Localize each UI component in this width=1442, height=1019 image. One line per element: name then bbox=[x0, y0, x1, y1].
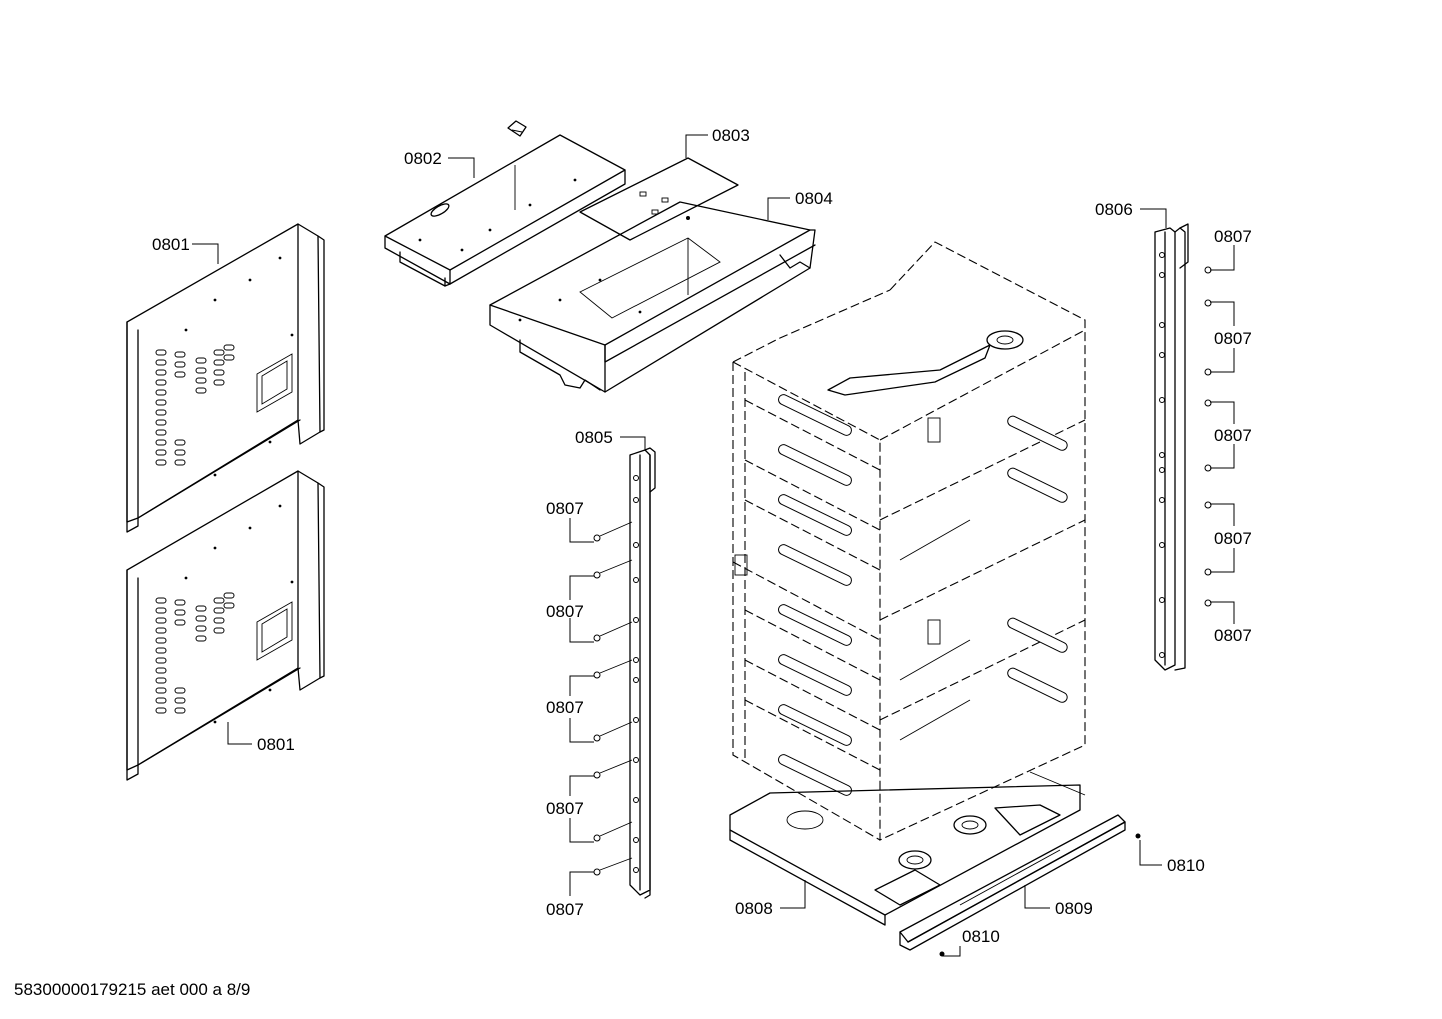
right-side-rail bbox=[1154, 223, 1189, 671]
left-side-rail bbox=[629, 447, 656, 899]
leader-lines bbox=[192, 134, 1235, 957]
callout-0802: 0802 bbox=[404, 149, 442, 168]
trim-screws bbox=[939, 833, 1141, 957]
document-code: 58300000179215 aet 000 a 8/9 bbox=[14, 980, 251, 999]
right-rail-screws bbox=[1204, 266, 1212, 607]
callout-0807-right-4: 0807 bbox=[1214, 529, 1252, 548]
left-rail-screws bbox=[593, 521, 633, 876]
callout-0810-bottom: 0810 bbox=[962, 927, 1000, 946]
oven-cavity-frame bbox=[732, 241, 1086, 841]
callout-0808: 0808 bbox=[735, 899, 773, 918]
callout-0803: 0803 bbox=[712, 126, 750, 145]
top-cover bbox=[384, 120, 626, 287]
callout-0807-left-1: 0807 bbox=[546, 499, 584, 518]
callout-labels: 0801 0801 0802 0803 0804 0805 0806 0807 … bbox=[152, 126, 1252, 946]
callout-0804: 0804 bbox=[795, 189, 833, 208]
callout-0807-right-5: 0807 bbox=[1214, 626, 1252, 645]
callout-0807-right-3: 0807 bbox=[1214, 426, 1252, 445]
bottom-plate bbox=[729, 771, 1086, 926]
front-trim-bar bbox=[899, 814, 1126, 951]
insulation-plate bbox=[579, 157, 739, 241]
callout-0805: 0805 bbox=[575, 428, 613, 447]
callout-0807-left-5: 0807 bbox=[546, 900, 584, 919]
callout-0807-right-2: 0807 bbox=[1214, 329, 1252, 348]
callout-0810-right: 0810 bbox=[1167, 856, 1205, 875]
callout-0807-left-4: 0807 bbox=[546, 799, 584, 818]
callout-0801-lower: 0801 bbox=[257, 735, 295, 754]
callout-0807-left-2: 0807 bbox=[546, 602, 584, 621]
callout-0809: 0809 bbox=[1055, 899, 1093, 918]
side-panel-upper bbox=[126, 223, 325, 533]
callout-0801-upper: 0801 bbox=[152, 235, 190, 254]
callout-0807-left-3: 0807 bbox=[546, 698, 584, 717]
side-panel-lower bbox=[126, 470, 325, 781]
support-frame bbox=[489, 201, 816, 393]
callout-0807-right-1: 0807 bbox=[1214, 227, 1252, 246]
callout-0806: 0806 bbox=[1095, 200, 1133, 219]
